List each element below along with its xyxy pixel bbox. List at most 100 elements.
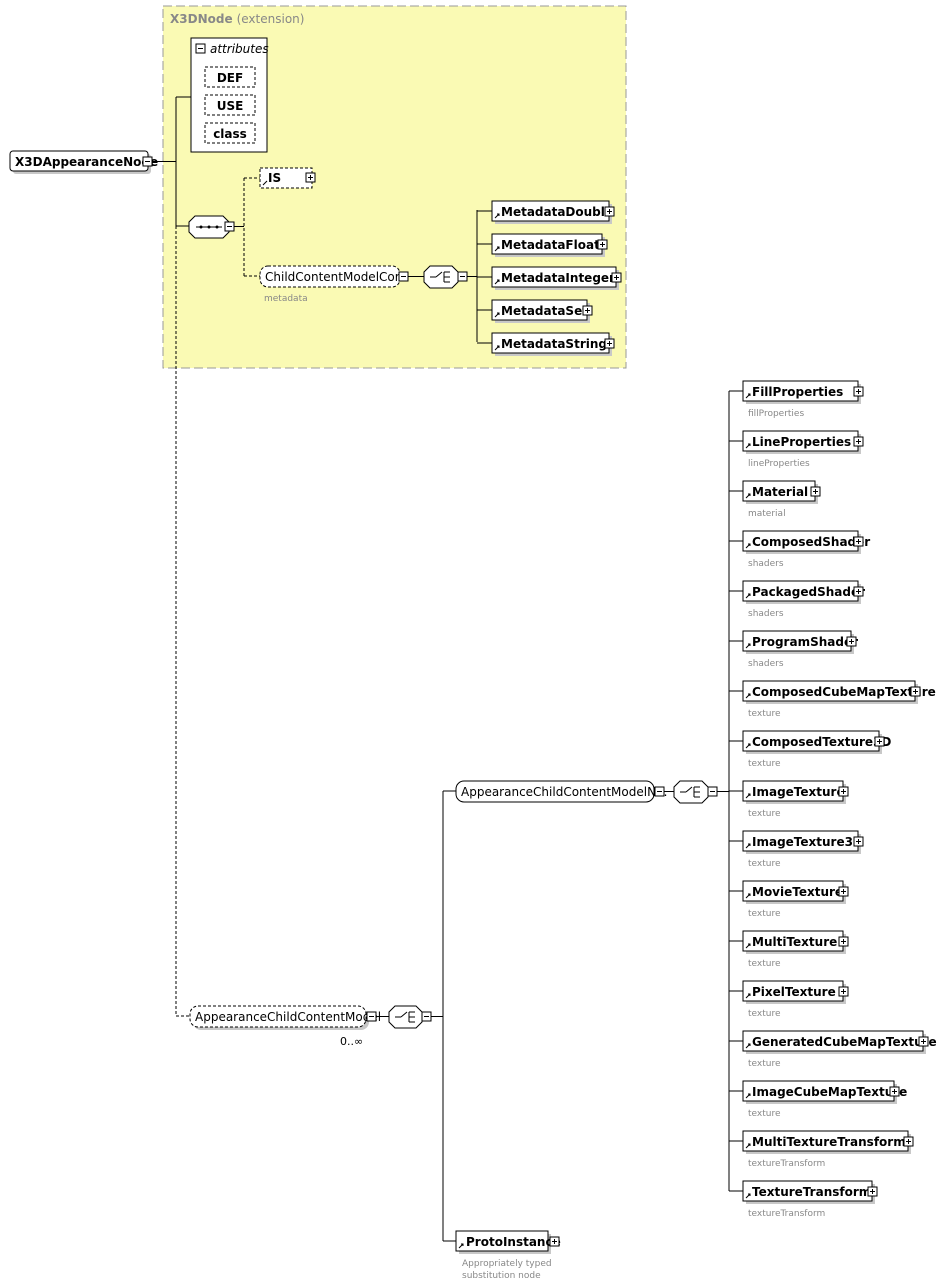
- element-metadatastring[interactable]: MetadataString: [491, 332, 615, 356]
- element-composedshader[interactable]: ComposedShader: [742, 530, 870, 554]
- expand-icon[interactable]: [889, 1086, 900, 1097]
- element-imagetexture3d[interactable]: ImageTexture3D: [742, 830, 864, 854]
- element-multitexturetransform[interactable]: MultiTextureTransform: [742, 1130, 914, 1154]
- element-note: texture: [748, 1059, 781, 1069]
- attributes-collapse-icon[interactable]: [195, 43, 206, 54]
- element-note: textureTransform: [748, 1209, 825, 1219]
- appearance-group-collapse-icon[interactable]: [366, 1011, 377, 1022]
- expand-icon[interactable]: [604, 206, 615, 217]
- element-composedtexture3d[interactable]: ComposedTexture3D: [742, 730, 891, 754]
- element-imagecubemaptexture[interactable]: ImageCubeMapTexture: [742, 1080, 907, 1104]
- sequence-collapse-icon[interactable]: [224, 221, 235, 232]
- expand-icon[interactable]: [810, 486, 821, 497]
- protoinstance-expand-icon[interactable]: [549, 1236, 560, 1247]
- metadata-choice-compositor[interactable]: [423, 265, 468, 289]
- root-collapse-icon[interactable]: [142, 156, 153, 167]
- element-note: fillProperties: [748, 409, 804, 419]
- expand-icon[interactable]: [582, 305, 593, 316]
- element-multitexture[interactable]: MultiTexture: [742, 930, 849, 954]
- appearance-choice-compositor[interactable]: [388, 1005, 432, 1029]
- appearance-n-choice-compositor[interactable]: [673, 780, 718, 804]
- expand-icon[interactable]: [838, 986, 849, 997]
- attribute-def[interactable]: DEF: [204, 66, 256, 88]
- expand-icon[interactable]: [853, 386, 864, 397]
- expand-icon[interactable]: [853, 586, 864, 597]
- expand-icon[interactable]: [867, 1186, 878, 1197]
- childcontentmodelcore-group[interactable]: ChildContentModelCore: [259, 265, 409, 288]
- element-metadataset[interactable]: MetadataSet: [491, 299, 593, 323]
- expand-icon[interactable]: [853, 836, 864, 847]
- expand-icon[interactable]: [903, 1136, 914, 1147]
- expand-icon[interactable]: [597, 239, 608, 250]
- svg-text:LineProperties: LineProperties: [752, 435, 851, 449]
- is-expand-icon[interactable]: [305, 172, 316, 183]
- protoinstance-element[interactable]: ProtoInstance: [455, 1230, 561, 1254]
- appearancechildcontentmodeln-group[interactable]: AppearanceChildContentModelN...: [455, 780, 668, 803]
- expand-icon[interactable]: [838, 936, 849, 947]
- svg-text:MovieTexture: MovieTexture: [752, 885, 843, 899]
- expand-icon[interactable]: [874, 736, 885, 747]
- expand-icon[interactable]: [838, 886, 849, 897]
- svg-text:PackagedShader: PackagedShader: [752, 585, 865, 599]
- element-composedcubemaptexture[interactable]: ComposedCubeMapTexture: [742, 680, 936, 704]
- element-metadatainteger[interactable]: MetadataInteger: [491, 266, 622, 290]
- element-note: shaders: [748, 559, 784, 569]
- svg-text:USE: USE: [217, 99, 244, 113]
- element-imagetexture[interactable]: ImageTexture: [742, 780, 849, 804]
- sequence-compositor[interactable]: [188, 215, 235, 239]
- element-note: texture: [748, 809, 781, 819]
- element-metadatadouble[interactable]: MetadataDouble: [491, 200, 615, 224]
- svg-text:IS: IS: [268, 171, 281, 185]
- svg-text:ImageTexture: ImageTexture: [752, 785, 845, 799]
- attribute-use[interactable]: USE: [204, 94, 256, 116]
- element-material[interactable]: Material: [742, 480, 821, 504]
- x3dappearancenode-element[interactable]: X3DAppearanceNode: [9, 150, 158, 174]
- element-note: shaders: [748, 609, 784, 619]
- element-programshader[interactable]: ProgramShader: [742, 630, 858, 654]
- extension-title: X3DNode(extension): [170, 12, 304, 26]
- element-fillproperties[interactable]: FillProperties: [742, 380, 864, 404]
- svg-text:ImageCubeMapTexture: ImageCubeMapTexture: [752, 1085, 907, 1099]
- element-movietexture[interactable]: MovieTexture: [742, 880, 849, 904]
- svg-text:Material: Material: [752, 485, 808, 499]
- element-note: texture: [748, 1109, 781, 1119]
- expand-icon[interactable]: [853, 536, 864, 547]
- svg-text:ProtoInstance: ProtoInstance: [466, 1235, 561, 1249]
- core-group-note: metadata: [264, 294, 308, 304]
- svg-text:MetadataDouble: MetadataDouble: [501, 205, 613, 219]
- expand-icon[interactable]: [910, 686, 921, 697]
- element-note: shaders: [748, 659, 784, 669]
- element-metadatafloat[interactable]: MetadataFloat: [491, 233, 608, 257]
- expand-icon[interactable]: [611, 272, 622, 283]
- appearance-n-collapse-icon[interactable]: [654, 786, 665, 797]
- svg-text:ImageTexture3D: ImageTexture3D: [752, 835, 863, 849]
- attributes-title: attributes: [210, 42, 269, 56]
- element-note: textureTransform: [748, 1159, 825, 1169]
- protoinstance-note-1: Appropriately typed: [462, 1259, 552, 1269]
- element-pixeltexture[interactable]: PixelTexture: [742, 980, 849, 1004]
- is-element[interactable]: IS: [259, 167, 316, 189]
- expand-icon[interactable]: [853, 436, 864, 447]
- expand-icon[interactable]: [604, 338, 615, 349]
- svg-text:FillProperties: FillProperties: [752, 385, 843, 399]
- element-note: texture: [748, 909, 781, 919]
- svg-text:MetadataString: MetadataString: [501, 337, 607, 351]
- appearancechildcontentmodel-group[interactable]: AppearanceChildContentModel: [189, 1005, 381, 1030]
- element-note: material: [748, 509, 786, 519]
- expand-icon[interactable]: [918, 1036, 929, 1047]
- element-lineproperties[interactable]: LineProperties: [742, 430, 864, 454]
- attribute-class[interactable]: class: [204, 122, 256, 144]
- core-collapse-icon[interactable]: [398, 271, 409, 282]
- metadata-choice-collapse-icon[interactable]: [457, 271, 468, 282]
- element-packagedshader[interactable]: PackagedShader: [742, 580, 865, 604]
- appearance-choice-collapse-icon[interactable]: [421, 1011, 432, 1022]
- appearance-n-choice-collapse-icon[interactable]: [707, 786, 718, 797]
- svg-text:TextureTransform: TextureTransform: [752, 1185, 871, 1199]
- svg-text:DEF: DEF: [217, 71, 243, 85]
- element-note: texture: [748, 859, 781, 869]
- expand-icon[interactable]: [846, 636, 857, 647]
- expand-icon[interactable]: [838, 786, 849, 797]
- element-generatedcubemaptexture[interactable]: GeneratedCubeMapTexture: [742, 1030, 937, 1054]
- svg-text:class: class: [213, 127, 247, 141]
- element-texturetransform[interactable]: TextureTransform: [742, 1180, 878, 1204]
